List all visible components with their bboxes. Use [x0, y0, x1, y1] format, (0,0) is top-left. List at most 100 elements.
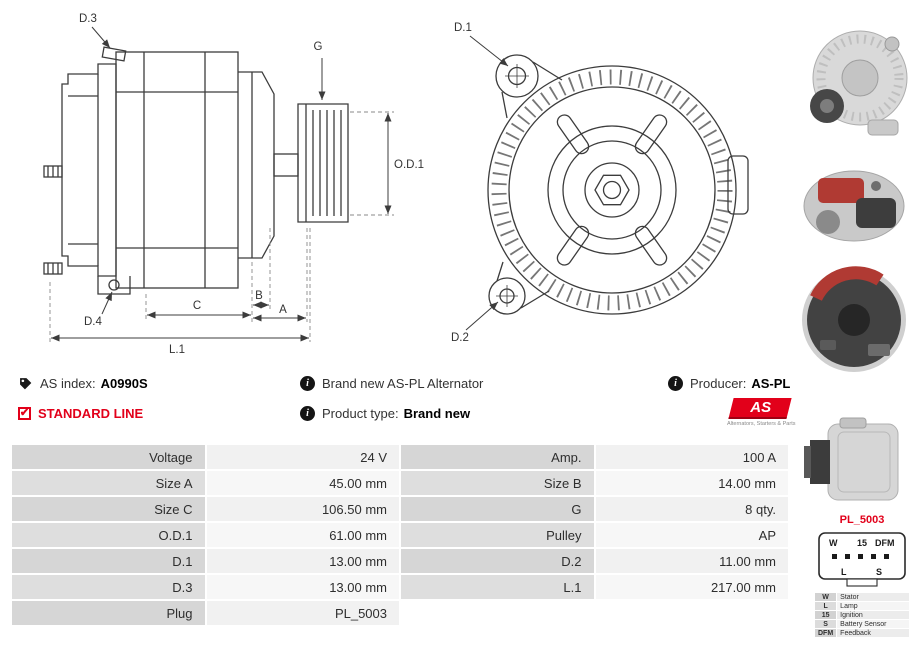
spec-value-cell: 217.00 mm: [593, 573, 790, 601]
tag-icon: [18, 376, 33, 391]
pin-label-l: L: [841, 567, 847, 577]
spec-label-cell: Pulley: [399, 521, 596, 549]
empty-cell: [594, 600, 789, 626]
spec-label-cell: Size C: [10, 495, 207, 523]
product-photo-4: [798, 412, 910, 512]
legend-code: L: [813, 601, 838, 611]
product-photo-2: [798, 164, 910, 248]
extension-lines: [49, 111, 394, 342]
as-index-value: A0990S: [100, 376, 148, 391]
label-l1: L.1: [169, 344, 185, 356]
label-b: B: [255, 290, 263, 302]
legend-row: DFM Feedback: [813, 628, 910, 638]
info-icon: i: [300, 376, 315, 391]
table-row: O.D.1 61.00 mm Pulley AP: [10, 521, 790, 549]
dimension-lines: [51, 26, 509, 342]
label-od1: O.D.1: [394, 159, 424, 171]
legend-row: S Battery Sensor: [813, 619, 910, 629]
spec-value-cell: 100 A: [593, 443, 790, 471]
drawing-labels: D.3 G O.D.1 D.4 C B A L.1 D.1 D.2: [79, 13, 472, 356]
spec-value-cell: 24 V: [204, 443, 401, 471]
spec-label-cell: D.1: [10, 547, 207, 575]
pin-label-15: 15: [857, 538, 867, 548]
label-d3: D.3: [79, 13, 97, 25]
spec-label-cell: O.D.1: [10, 521, 207, 549]
producer-row: i Producer: AS-PL: [668, 376, 790, 391]
table-row: Size A 45.00 mm Size B 14.00 mm: [10, 469, 790, 497]
spec-label-cell: Amp.: [399, 443, 596, 471]
as-index-label: AS index:: [40, 376, 96, 391]
producer-value: AS-PL: [751, 376, 791, 391]
table-row: Plug PL_5003: [10, 599, 789, 627]
spec-label-cell: D.2: [399, 547, 596, 575]
legend-code: S: [813, 619, 838, 629]
product-photo-1: [798, 6, 910, 158]
spec-label-cell: L.1: [399, 573, 596, 601]
label-d4: D.4: [84, 316, 103, 328]
spec-value-cell: 106.50 mm: [204, 495, 401, 523]
as-pl-logo: AS Alternators, Starters & Parts: [727, 398, 796, 427]
spec-value-cell: 8 qty.: [593, 495, 790, 523]
technical-drawing: D.3 G O.D.1 D.4 C B A L.1 D.1 D.2: [43, 13, 749, 356]
spec-value-cell: 11.00 mm: [593, 547, 790, 575]
legend-name: Stator: [836, 592, 910, 602]
plug-title: PL_5003: [839, 514, 885, 526]
spec-value-cell: 14.00 mm: [593, 469, 790, 497]
spec-value-cell: 13.00 mm: [204, 573, 401, 601]
plug-legend: W Stator L Lamp 15 Ignition S Battery Se…: [813, 592, 910, 638]
logo-subtext: Alternators, Starters & Parts: [727, 421, 796, 427]
spec-table: Voltage 24 V Amp. 100 A Size A 45.00 mm …: [10, 443, 790, 627]
check-icon: ✔: [18, 407, 31, 420]
pin-label-s: S: [876, 567, 882, 577]
spec-value-cell: 61.00 mm: [204, 521, 401, 549]
logo-text: AS: [749, 399, 771, 416]
legend-name: Lamp: [836, 601, 910, 611]
producer-label: Producer:: [690, 376, 747, 391]
table-row: D.1 13.00 mm D.2 11.00 mm: [10, 547, 790, 575]
legend-name: Ignition: [836, 610, 910, 620]
legend-name: Battery Sensor: [836, 619, 910, 629]
product-type-value: Brand new: [403, 406, 471, 421]
standard-line-row: ✔ STANDARD LINE: [18, 406, 143, 421]
legend-row: W Stator: [813, 592, 910, 602]
front-view: [487, 54, 749, 315]
spec-label-cell: Voltage: [10, 443, 207, 471]
product-photo-3: [798, 252, 910, 390]
spec-value-cell: PL_5003: [204, 599, 401, 627]
table-row: D.3 13.00 mm L.1 217.00 mm: [10, 573, 790, 601]
product-type-row: i Product type: Brand new: [300, 406, 470, 421]
label-a: A: [279, 304, 287, 316]
as-index-row: AS index: A0990S: [18, 376, 148, 391]
label-d1: D.1: [454, 22, 472, 34]
spec-label-cell: Plug: [10, 599, 207, 627]
spec-label-cell: G: [399, 495, 596, 523]
table-row: Size C 106.50 mm G 8 qty.: [10, 495, 790, 523]
label-g: G: [314, 41, 323, 53]
label-c: C: [193, 300, 201, 312]
spec-value-cell: AP: [593, 521, 790, 549]
product-type-label: Product type:: [322, 406, 399, 421]
side-view: [43, 46, 349, 295]
plug-section: PL_5003 W 15 DFM L S W: [813, 514, 910, 638]
spec-label-cell: Size B: [399, 469, 596, 497]
spec-label-cell: D.3: [10, 573, 207, 601]
label-d2: D.2: [451, 332, 469, 344]
table-row: Voltage 24 V Amp. 100 A: [10, 443, 790, 471]
empty-cell: [400, 600, 595, 626]
spec-label-cell: Size A: [10, 469, 207, 497]
legend-code: 15: [813, 610, 838, 620]
brand-new-text: Brand new AS-PL Alternator: [322, 376, 484, 391]
legend-row: L Lamp: [813, 601, 910, 611]
standard-line-text: STANDARD LINE: [38, 406, 144, 421]
legend-row: 15 Ignition: [813, 610, 910, 620]
spec-value-cell: 13.00 mm: [204, 547, 401, 575]
connector-diagram: W 15 DFM L S: [818, 532, 906, 587]
connector-pins: [832, 554, 889, 559]
info-icon: i: [668, 376, 683, 391]
spec-value-cell: 45.00 mm: [204, 469, 401, 497]
legend-name: Feedback: [836, 628, 910, 638]
legend-code: DFM: [813, 628, 838, 638]
pin-label-w: W: [829, 538, 838, 548]
info-icon: i: [300, 406, 315, 421]
